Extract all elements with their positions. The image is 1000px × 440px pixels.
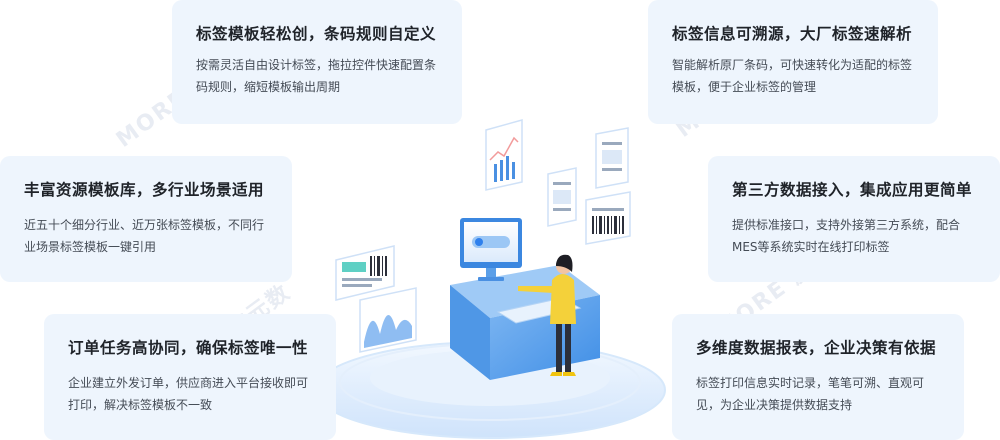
monitor <box>460 218 522 281</box>
feature-card: 多维度数据报表，企业决策有依据 标签打印信息实时记录，笔笔可溯、直观可见，为企业… <box>672 314 964 440</box>
floating-chart-panel <box>485 119 523 191</box>
feature-card: 标签信息可溯源，大厂标签速解析 智能解析原厂条码，可快速转化为适配的标签模板，便… <box>648 0 938 124</box>
feature-title: 标签模板轻松创，条码规则自定义 <box>196 25 437 43</box>
feature-card: 订单任务高协同，确保标签唯一性 企业建立外发订单，供应商进入平台接收即可打印，解… <box>44 314 336 440</box>
floating-area-chart <box>359 287 417 353</box>
feature-title: 第三方数据接入，集成应用更简单 <box>732 181 973 199</box>
feature-desc: 标签打印信息实时记录，笔笔可溯、直观可见，为企业决策提供数据支持 <box>696 376 925 412</box>
feature-card: 丰富资源模板库，多行业场景适用 近五十个细分行业、近万张标签模板，不同行业场景标… <box>0 156 292 282</box>
person <box>518 254 576 376</box>
floating-barcode-card <box>335 245 395 301</box>
central-illustration <box>314 119 666 439</box>
feature-title: 订单任务高协同，确保标签唯一性 <box>68 339 309 357</box>
feature-title: 多维度数据报表，企业决策有依据 <box>696 339 937 357</box>
feature-card: 标签模板轻松创，条码规则自定义 按需灵活自由设计标签，拖拉控件快速配置条码规则，… <box>172 0 462 124</box>
feature-title: 丰富资源模板库，多行业场景适用 <box>24 181 265 199</box>
feature-title: 标签信息可溯源，大厂标签速解析 <box>672 25 913 43</box>
floating-barcode-card <box>585 191 631 245</box>
feature-desc: 近五十个细分行业、近万张标签模板，不同行业场景标签模板一键引用 <box>24 218 265 254</box>
floating-label-card <box>547 167 577 227</box>
floating-label-card <box>595 127 629 189</box>
feature-desc: 智能解析原厂条码，可快速转化为适配的标签模板，便于企业标签的管理 <box>672 58 913 94</box>
feature-desc: 企业建立外发订单，供应商进入平台接收即可打印，解决标签模板不一致 <box>68 376 309 412</box>
feature-card: 第三方数据接入，集成应用更简单 提供标准接口，支持外接第三方系统，配合MES等系… <box>708 156 1000 282</box>
feature-desc: 提供标准接口，支持外接第三方系统，配合MES等系统实时在线打印标签 <box>732 218 961 254</box>
feature-desc: 按需灵活自由设计标签，拖拉控件快速配置条码规则，缩短模板输出周期 <box>196 58 437 94</box>
